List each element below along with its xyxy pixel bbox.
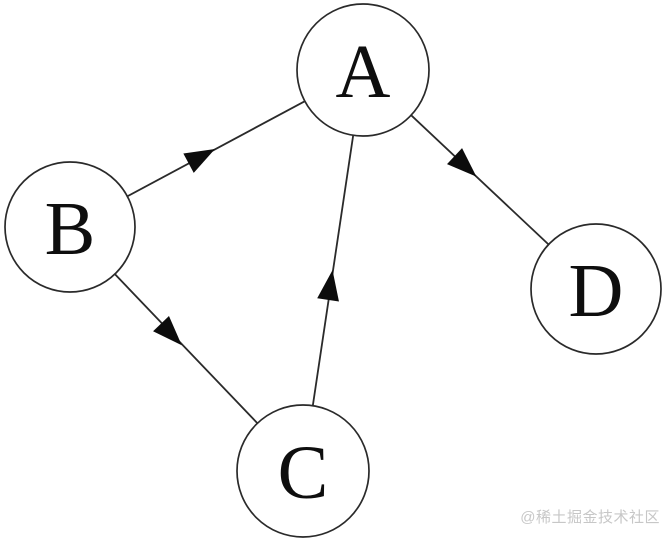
- edge-b-to-c: [114, 273, 259, 424]
- node-b: B: [4, 161, 136, 293]
- node-b-circle: [4, 161, 136, 293]
- node-c-label: C: [278, 431, 329, 515]
- node-a-label: A: [336, 30, 391, 114]
- arrowhead-c-to-a-icon: [317, 270, 339, 302]
- edge-c-to-a: [311, 135, 355, 406]
- edge-a-to-d: [410, 114, 550, 246]
- node-d: D: [530, 223, 662, 355]
- arrowhead-a-to-d-icon: [446, 148, 477, 177]
- node-d-circle: [530, 223, 662, 355]
- node-c: C: [236, 404, 370, 538]
- node-b-label: B: [45, 187, 96, 271]
- watermark-text: @稀土掘金技术社区: [520, 509, 660, 526]
- node-a-circle: [296, 3, 430, 137]
- node-c-circle: [236, 404, 370, 538]
- arrowhead-b-to-c-icon: [153, 316, 182, 346]
- node-a: A: [296, 3, 430, 137]
- edge-b-to-a: [126, 100, 306, 198]
- node-d-label: D: [569, 249, 624, 333]
- arrowhead-b-to-a-icon: [183, 148, 215, 173]
